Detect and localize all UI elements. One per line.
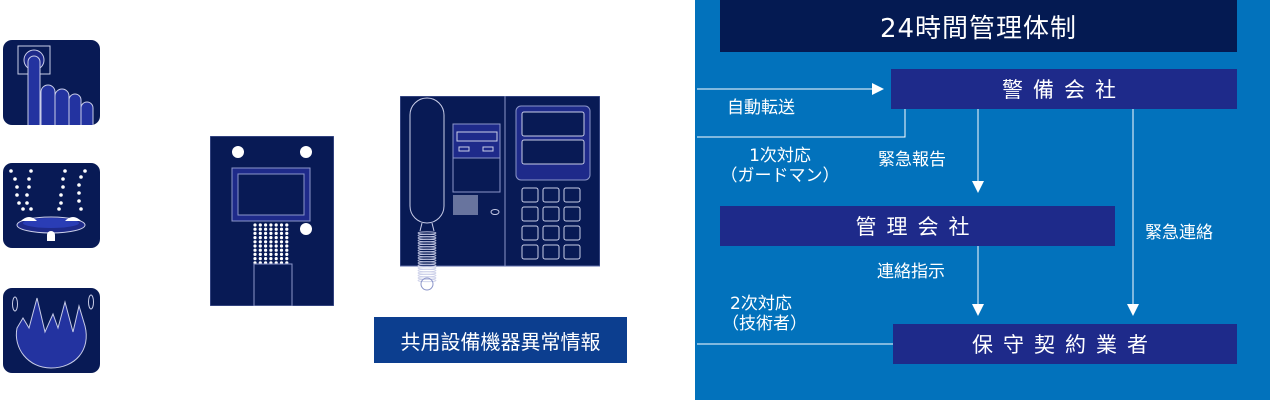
indicator-light-icon	[300, 223, 312, 235]
push-button-alarm-icon	[3, 40, 100, 125]
arrow-head-icon	[972, 181, 984, 193]
label-line: 2次対応	[730, 294, 792, 314]
label-auto-transfer: 自動転送	[727, 98, 795, 118]
handset-icon	[409, 97, 445, 224]
arrow-head-icon	[1127, 304, 1139, 316]
label-second-response: 2次対応 （技術者）	[722, 294, 807, 334]
first-response-line	[697, 109, 906, 138]
node-label: 管理会社	[855, 215, 980, 239]
speaker-grille-icon	[253, 223, 289, 265]
arrow-head-icon	[972, 304, 984, 316]
indoor-intercom-monitor	[400, 96, 600, 292]
handset-cord-icon	[417, 222, 437, 291]
indicator-light-icon	[300, 146, 312, 158]
flow-title: 24時間管理体制	[720, 0, 1237, 52]
label-emergency-report: 緊急報告	[878, 150, 946, 170]
entrance-intercom-panel	[210, 136, 334, 306]
label-contact-instruction: 連絡指示	[877, 262, 945, 282]
label-line: （ガードマン）	[720, 166, 840, 186]
label-first-response: 1次対応 （ガードマン）	[700, 146, 860, 186]
equipment-alert-caption: 共用設備機器異常情報	[374, 317, 627, 363]
node-management-company: 管理会社	[720, 206, 1115, 246]
label-line: （技術者）	[722, 314, 807, 334]
keypad-icon	[521, 187, 581, 260]
label-line: 1次対応	[749, 146, 811, 166]
arrow-head-icon	[872, 83, 884, 95]
label-emergency-contact: 緊急連絡	[1145, 223, 1213, 243]
node-label: 警備会社	[1002, 78, 1126, 102]
node-maintenance-contractor: 保守契約業者	[893, 324, 1237, 364]
node-security-company: 警備会社	[891, 69, 1237, 109]
indicator-light-icon	[232, 146, 244, 158]
water-leak-icon	[3, 163, 100, 248]
speaker-vent-icon	[453, 195, 478, 215]
fire-icon	[3, 288, 100, 373]
node-label: 保守契約業者	[972, 333, 1158, 357]
